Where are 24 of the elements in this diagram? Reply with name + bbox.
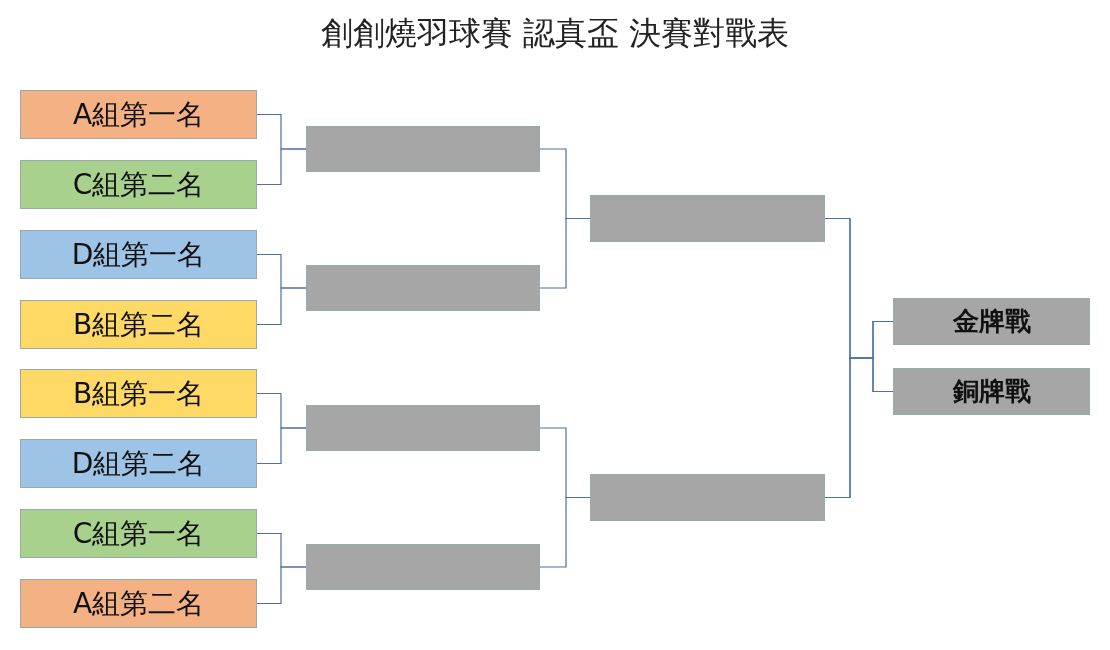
team-slot: A組第二名 xyxy=(20,579,257,628)
empty-slot xyxy=(590,474,825,521)
team-slot: B組第一名 xyxy=(20,369,257,418)
empty-slot xyxy=(306,126,540,172)
team-slot: B組第二名 xyxy=(20,300,257,349)
team-slot: A組第一名 xyxy=(20,90,257,139)
team-slot: D組第一名 xyxy=(20,230,257,279)
bracket-line xyxy=(539,496,591,568)
title: 創創燒羽球賽 認真盃 決賽對戰表 xyxy=(319,13,791,54)
bracket-line xyxy=(256,148,307,186)
match-slot: 銅牌戰 xyxy=(893,368,1090,415)
bracket-line xyxy=(256,427,307,465)
empty-slot xyxy=(590,195,825,242)
bracket-line xyxy=(256,566,307,605)
bracket-line xyxy=(539,217,591,289)
bracket-line xyxy=(256,287,307,326)
team-slot: C組第二名 xyxy=(20,160,257,209)
empty-slot xyxy=(306,265,540,311)
empty-slot xyxy=(306,405,540,451)
bracket-line xyxy=(824,357,894,499)
team-slot: D組第二名 xyxy=(20,439,257,488)
team-slot: C組第一名 xyxy=(20,509,257,558)
match-slot: 金牌戰 xyxy=(893,298,1090,345)
empty-slot xyxy=(306,544,540,590)
